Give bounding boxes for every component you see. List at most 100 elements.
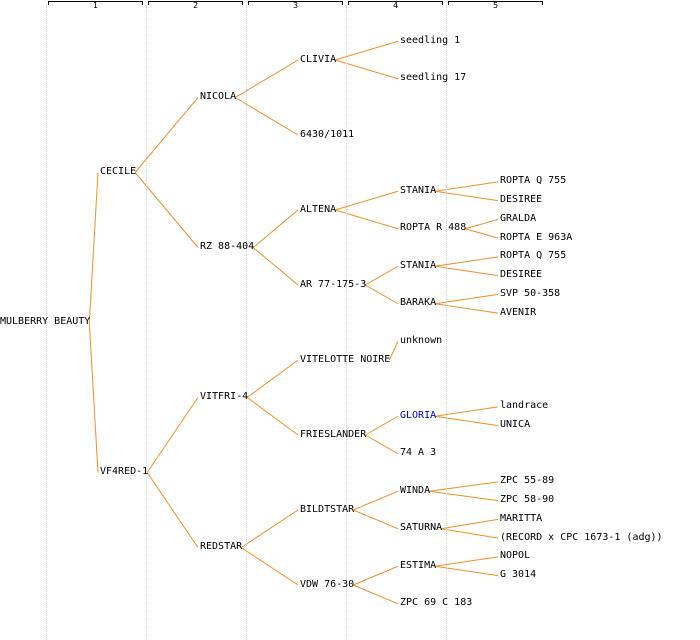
pedigree-link xyxy=(88,172,99,323)
pedigree-node: 74 A 3 xyxy=(400,447,437,459)
column-header-4: 4 xyxy=(348,0,443,10)
pedigree-link xyxy=(334,190,399,211)
pedigree-node: SATURNA xyxy=(400,522,443,534)
pedigree-link xyxy=(234,97,299,136)
column-header-3: 3 xyxy=(248,0,343,10)
pedigree-node: VF4RED-1 xyxy=(100,466,149,477)
pedigree-node: DESIREE xyxy=(500,194,543,206)
column-bracket xyxy=(148,1,243,5)
pedigree-node: DESIREE xyxy=(500,269,543,281)
column-number: 2 xyxy=(192,1,199,10)
pedigree-link xyxy=(240,509,299,548)
pedigree-node: VDW 76-30 xyxy=(300,578,355,590)
pedigree-node: ALTENA xyxy=(300,203,337,215)
pedigree-node: NOPOL xyxy=(500,550,531,562)
pedigree-node: ZPC 55-89 xyxy=(500,475,555,487)
pedigree-link xyxy=(252,209,299,248)
pedigree-link xyxy=(388,341,399,361)
pedigree-node: ZPC 58-90 xyxy=(500,494,555,506)
column-separator xyxy=(346,6,347,640)
pedigree-node: SVP 50-358 xyxy=(500,287,561,299)
pedigree-link xyxy=(429,490,499,502)
pedigree-node: AVENIR xyxy=(500,306,537,318)
column-header-5: 5 xyxy=(448,0,543,10)
pedigree-link xyxy=(441,528,499,539)
pedigree-node: seedling 1 xyxy=(400,34,461,46)
pedigree-node: RZ 88-404 xyxy=(200,241,255,252)
pedigree-link xyxy=(334,59,399,80)
pedigree-link xyxy=(334,209,399,230)
pedigree-link xyxy=(134,97,199,173)
pedigree-node[interactable]: GLORIA xyxy=(400,409,437,421)
pedigree-node: UNICA xyxy=(500,419,531,431)
pedigree-node: CECILE xyxy=(100,166,137,177)
column-bracket xyxy=(48,1,143,5)
pedigree-link xyxy=(435,415,499,427)
pedigree-link xyxy=(252,247,299,286)
pedigree-node: MARITTA xyxy=(500,512,543,524)
pedigree-link xyxy=(435,190,499,202)
pedigree-link xyxy=(429,481,499,492)
column-bracket xyxy=(348,1,443,5)
column-number: 4 xyxy=(392,1,399,10)
pedigree-node: CLIVIA xyxy=(300,53,337,65)
root-node: MULBERRY BEAUTY xyxy=(0,316,91,327)
pedigree-node: VITFRI-4 xyxy=(200,391,249,402)
pedigree-link xyxy=(435,265,499,277)
pedigree-link xyxy=(465,218,499,230)
pedigree-node: G 3014 xyxy=(500,569,537,581)
pedigree-link xyxy=(364,284,399,305)
pedigree-node: ROPTA Q 755 xyxy=(500,175,567,187)
pedigree-node: GRALDA xyxy=(500,212,537,224)
pedigree-node: STANIA xyxy=(400,259,437,271)
column-number: 3 xyxy=(292,1,299,10)
pedigree-link xyxy=(240,547,299,586)
column-header-1: 1 xyxy=(48,0,143,10)
pedigree-link xyxy=(435,303,499,314)
column-header-2: 2 xyxy=(148,0,243,10)
pedigree-node: 6430/1011 xyxy=(300,128,355,140)
pedigree-node: ESTIMA xyxy=(400,559,437,571)
pedigree-node: AR 77-175-3 xyxy=(300,278,367,290)
pedigree-node: seedling 17 xyxy=(400,72,467,84)
pedigree-link xyxy=(435,181,499,192)
pedigree-link xyxy=(146,397,199,473)
pedigree-node: landrace xyxy=(500,400,549,412)
pedigree-link xyxy=(364,265,399,286)
pedigree-node: unknown xyxy=(400,334,443,346)
pedigree-node: WINDA xyxy=(400,484,431,496)
pedigree-link xyxy=(352,509,399,530)
pedigree-link xyxy=(435,556,499,567)
pedigree-node: (RECORD x CPC 1673-1 (adg)) xyxy=(500,531,663,543)
pedigree-node: REDSTAR xyxy=(200,541,243,552)
pedigree-link xyxy=(352,584,399,605)
pedigree-node: STANIA xyxy=(400,184,437,196)
pedigree-link xyxy=(435,565,499,577)
column-separator xyxy=(46,6,47,640)
pedigree-link xyxy=(134,172,199,248)
pedigree-node: ROPTA E 963A xyxy=(500,231,573,243)
pedigree-link xyxy=(435,293,499,305)
pedigree-node: ROPTA R 488 xyxy=(400,222,467,234)
pedigree-link xyxy=(234,59,299,98)
pedigree-link xyxy=(146,472,199,548)
pedigree-link xyxy=(441,518,499,530)
pedigree-link xyxy=(352,490,399,511)
column-bracket xyxy=(248,1,343,5)
column-separator xyxy=(246,6,247,640)
pedigree-link xyxy=(435,256,499,267)
pedigree-link xyxy=(364,434,399,455)
pedigree-node: NICOLA xyxy=(200,91,237,102)
pedigree-node: FRIESLANDER xyxy=(300,428,367,440)
pedigree-link xyxy=(334,40,399,61)
pedigree-link xyxy=(465,228,499,239)
pedigree-link xyxy=(364,415,399,436)
pedigree-link xyxy=(435,406,499,417)
pedigree-node: ROPTA Q 755 xyxy=(500,250,567,262)
pedigree-link xyxy=(352,565,399,586)
pedigree-node: VITELOTTE NOIRE xyxy=(300,353,391,365)
column-bracket xyxy=(448,1,543,5)
column-number: 1 xyxy=(92,1,99,10)
